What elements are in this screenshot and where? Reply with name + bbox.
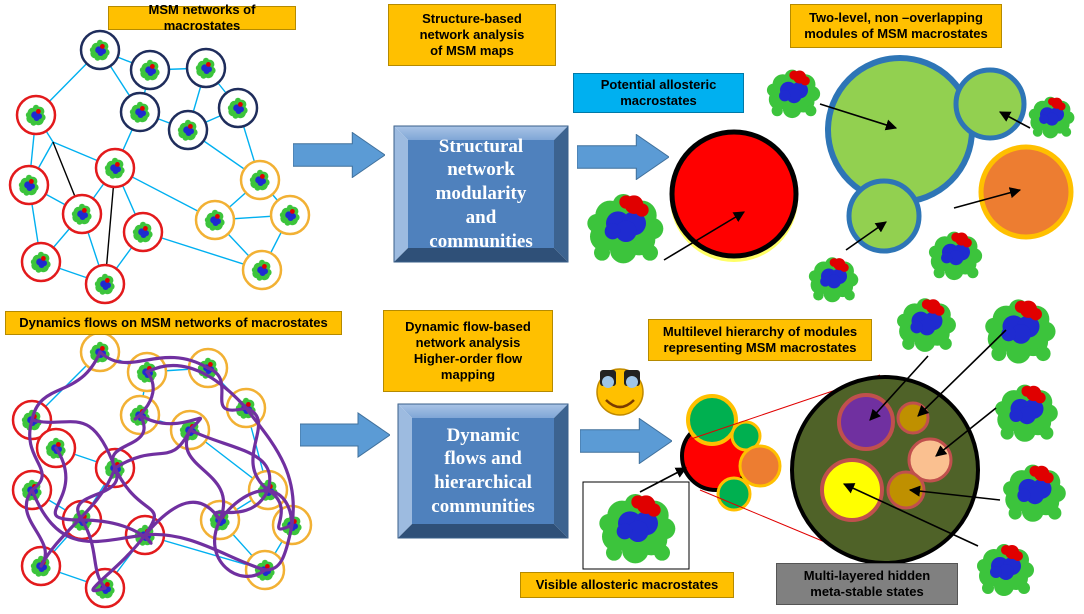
block-arrow-icon (580, 418, 672, 464)
block-arrow-icon (300, 412, 390, 458)
flow-paths (24, 350, 295, 593)
protein-icon (1028, 96, 1075, 139)
small-module-cluster (680, 394, 782, 512)
structure-based-label: Structure-based network analysis of MSM … (388, 4, 556, 66)
protein-icon (977, 544, 1034, 596)
block-arrow-icon (293, 132, 385, 178)
visible-allosteric-label: Visible allosteric macrostates (520, 572, 734, 598)
orange-module (978, 144, 1074, 240)
two-level-label: Two-level, non –overlapping modules of M… (790, 4, 1002, 48)
green-module-right (953, 67, 1027, 141)
dynamics-flows-label: Dynamics flows on MSM networks of macros… (5, 311, 342, 335)
green-module-large (825, 55, 975, 205)
dynamic-bevel-box (397, 403, 569, 539)
potential-allosteric-label: Potential allosteric macrostates (573, 73, 744, 113)
red-module-circle (669, 129, 799, 262)
structural-bevel-box (393, 125, 569, 263)
structural-box-text: Structural network modularity and commun… (429, 135, 533, 252)
top-right-arrows (663, 103, 1031, 261)
protein-icon (995, 384, 1058, 442)
dynamic-flow-based-label: Dynamic flow-based network analysis High… (383, 310, 553, 392)
protein-icon (808, 257, 859, 303)
protein-icon (766, 69, 821, 119)
msm-networks-label: MSM networks of macrostates (108, 2, 296, 33)
protein-icon (897, 298, 956, 352)
dynamic-box-text: Dynamic flows and hierarchical communiti… (431, 424, 535, 517)
protein-icon (1003, 464, 1066, 522)
bottom-right-arrows (639, 329, 1007, 547)
green-module-small (846, 178, 922, 254)
protein-icon (985, 299, 1056, 364)
multilevel-hierarchy-label: Multilevel hierarchy of modules represen… (648, 319, 872, 361)
binocular-emoji-icon (596, 368, 644, 416)
hidden-states-label: Multi-layered hidden meta-stable states (776, 563, 958, 605)
protein-icon (587, 194, 664, 264)
block-arrow-icon (577, 134, 669, 180)
protein-icon (928, 231, 983, 281)
